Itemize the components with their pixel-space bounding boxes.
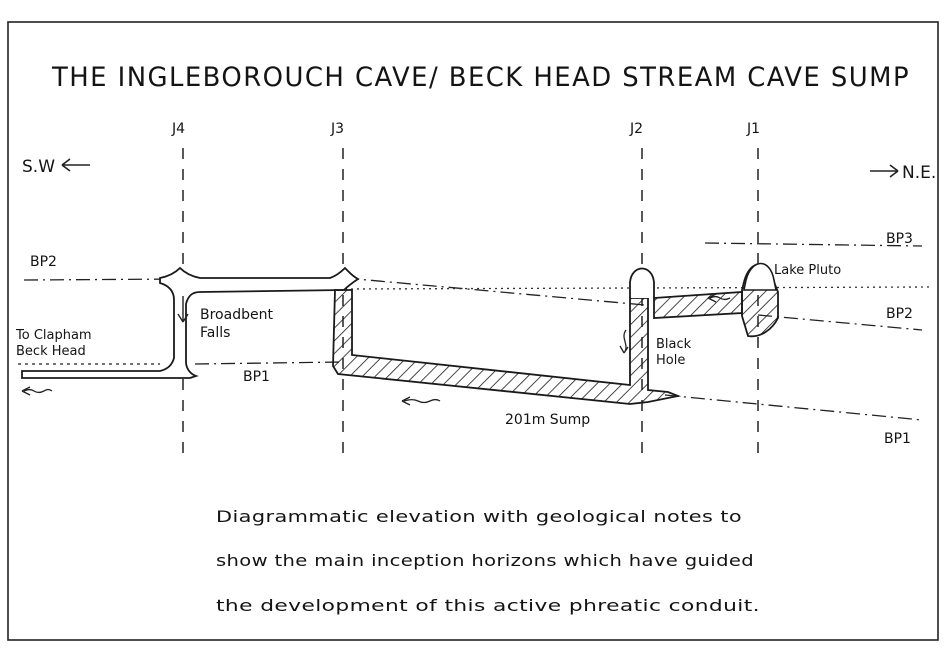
black-hole-arrow-icon	[619, 329, 629, 354]
flow-arrow-icon	[21, 386, 53, 396]
lake-pluto-label: Lake Pluto	[774, 263, 841, 278]
bedding-plane-bp2-right	[757, 314, 923, 331]
broadbent-label-line2: Falls	[200, 325, 230, 341]
bp2-right-label: BP2	[886, 306, 913, 322]
direction-northeast-label: N.E.	[902, 163, 936, 183]
bp3-right-label: BP3	[886, 231, 913, 247]
bedding-plane-bp1-right	[664, 394, 923, 421]
bp2-passage	[21, 266, 360, 379]
water-level-line	[344, 286, 931, 290]
bedding-plane-bp1-left	[194, 361, 344, 365]
caption-line-3: the development of this active phreatic …	[216, 596, 760, 615]
lake-pluto-passage	[653, 291, 743, 319]
junction-label-j2: J2	[629, 121, 643, 137]
bp2-left-label: BP2	[30, 254, 57, 270]
bp1-left-label: BP1	[243, 369, 270, 385]
caption-line-1: Diagrammatic elevation with geological n…	[216, 507, 742, 526]
diagram-border	[7, 21, 939, 641]
bedding-plane-bp3	[704, 242, 923, 247]
arrow-left-icon	[61, 158, 90, 172]
junction-label-j4: J4	[171, 121, 185, 137]
sump-label: 201m Sump	[505, 412, 590, 428]
waterfall-arrow-icon	[177, 296, 189, 323]
lake-pluto-dome	[743, 262, 777, 291]
bedding-plane-bp2-upper	[344, 277, 646, 306]
to-clapham-label-line1: To Clapham	[15, 328, 92, 343]
broadbent-label-line1: Broadbent	[200, 307, 273, 323]
flow-arrow-icon	[707, 293, 731, 303]
bp1-right-label: BP1	[884, 431, 911, 447]
caption-line-2: show the main inception horizons which h…	[216, 551, 754, 570]
to-clapham-label-line2: Beck Head	[16, 344, 86, 359]
flow-arrow-icon	[401, 396, 441, 406]
diagram-title: THE INGLEBOROUCH CAVE/ BECK HEAD STREAM …	[51, 62, 910, 93]
black-hole-dome	[629, 267, 655, 298]
junction-label-j3: J3	[330, 121, 344, 137]
sump-conduit	[332, 289, 682, 405]
junction-label-j1: J1	[746, 121, 760, 137]
black-hole-label-line1: Black	[656, 337, 692, 352]
black-hole-label-line2: Hole	[656, 353, 685, 368]
direction-southwest-label: S.W	[22, 157, 55, 177]
arrow-right-icon	[870, 164, 899, 178]
